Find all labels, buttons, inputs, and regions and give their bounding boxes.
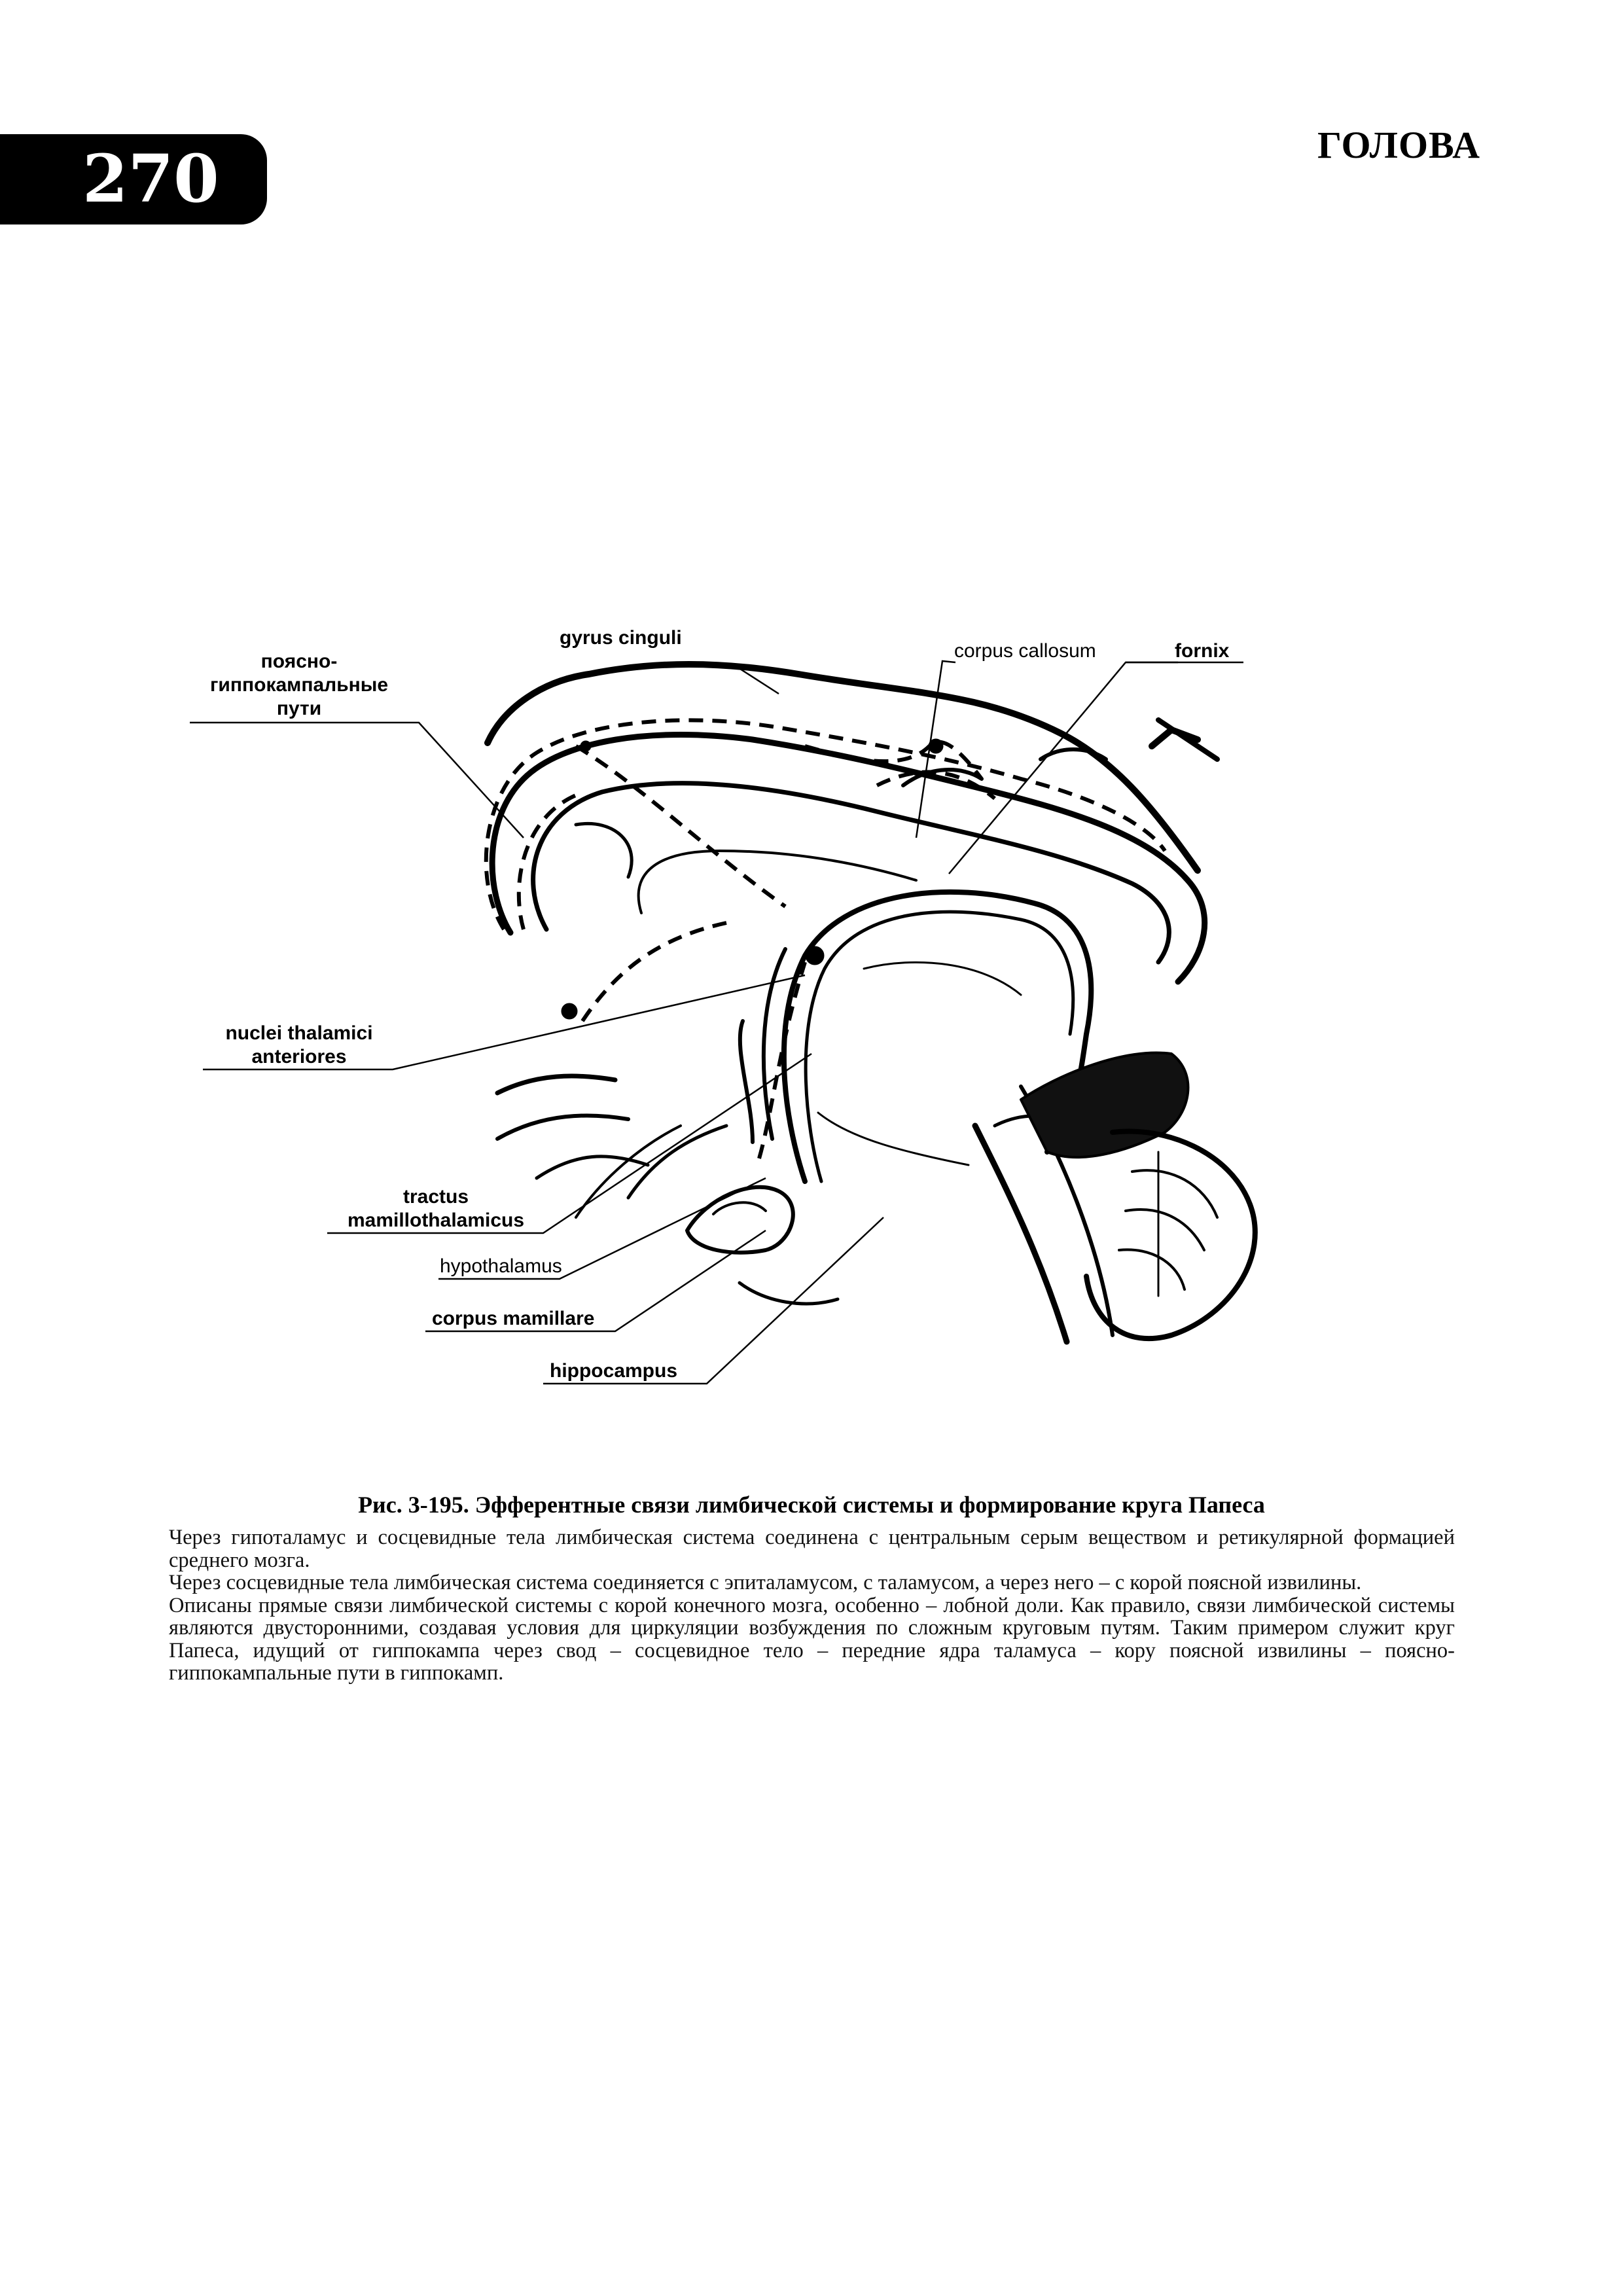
page-number-tab (0, 134, 267, 224)
papez-circuit-dashed (484, 718, 1167, 1159)
figure-labels: gyrus cinguli corpus callosum fornix поя… (210, 627, 1230, 1382)
label-hypothalamus: hypothalamus (440, 1255, 562, 1277)
brain-drawing (484, 661, 1258, 1345)
label-nuclei-thalamici-2: anteriores (251, 1046, 346, 1067)
label-cingulo-hippocampal-1: поясно- (261, 651, 338, 672)
paragraph-1: Через гипоталамус и сосцевидные тела лим… (169, 1526, 1455, 1572)
paragraph-2: Через сосцевидные тела лимбическая систе… (169, 1571, 1362, 1594)
label-gyrus-cinguli: gyrus cinguli (560, 627, 682, 649)
label-cingulo-hippocampal-3: пути (277, 698, 321, 719)
limbic-system-figure: gyrus cinguli corpus callosum fornix поя… (190, 627, 1258, 1385)
running-header: ГОЛОВА (1317, 124, 1480, 166)
body-text: Через гипоталамус и сосцевидные тела лим… (169, 1526, 1455, 1685)
label-corpus-callosum: corpus callosum (954, 640, 1096, 662)
label-cingulo-hippocampal-2: гиппокампальные (210, 674, 388, 696)
leader-lines (190, 660, 1243, 1385)
label-nuclei-thalamici-1: nuclei thalamici (225, 1022, 372, 1044)
label-corpus-mamillare: corpus mamillare (432, 1308, 594, 1329)
figure-caption: Рис. 3-195. Эфферентные связи лимбическо… (358, 1492, 1265, 1518)
label-tractus-1: tractus (403, 1186, 469, 1208)
label-hippocampus: hippocampus (550, 1360, 677, 1382)
paragraph-3: Описаны прямые связи лимбической системы… (169, 1593, 1455, 1685)
label-tractus-2: mamillothalamicus (348, 1210, 524, 1231)
label-fornix: fornix (1175, 640, 1230, 662)
page-number: 270 (82, 140, 219, 217)
